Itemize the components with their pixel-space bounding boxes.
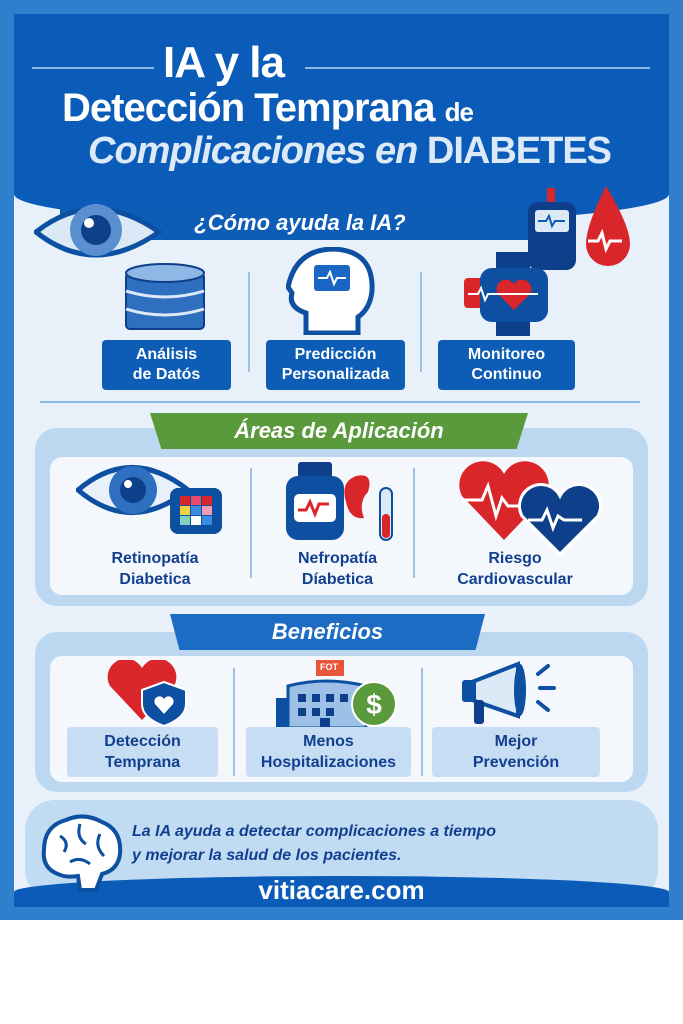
label-line: Díabetica: [301, 571, 374, 588]
heart-shield-icon: [106, 660, 190, 726]
title-line-1: IA y la: [163, 38, 285, 87]
label-line: Diabetica: [119, 571, 191, 588]
label-line: Continuo: [471, 366, 542, 383]
hospital-sign: FOT: [320, 662, 338, 672]
title-line-2: Detección Temprana de: [62, 86, 474, 131]
label-line: Menos: [303, 733, 354, 750]
label-line: Temprana: [104, 754, 181, 771]
divider: [421, 668, 423, 776]
title-rule-right: [305, 67, 650, 69]
label-line: Hospitalizaciones: [260, 754, 397, 771]
header: [14, 14, 669, 224]
footer-bar: [14, 876, 669, 907]
kidney-medicine-icon: [284, 462, 400, 542]
database-icon: [124, 263, 208, 335]
label-line: Retinopatía: [111, 550, 199, 567]
label-line: Prevención: [472, 754, 560, 771]
message-line: La IA ayuda a detectar complicaciones a …: [132, 823, 496, 840]
divider: [420, 272, 422, 372]
divider: [250, 468, 252, 578]
retina-scan-icon: [76, 460, 226, 536]
smartwatch-icon: [462, 250, 556, 338]
brain-icon: [40, 812, 124, 892]
section-banner-areas: Áreas de Aplicación: [150, 413, 528, 449]
title-line-3: Complicaciones en DIABETES: [88, 130, 612, 173]
label-line: Riesgo: [488, 550, 542, 567]
svg-text:$: $: [366, 689, 382, 720]
title-detection: Detección Temprana: [62, 86, 435, 130]
title-de: de: [444, 97, 474, 127]
title-complications: Complicaciones en: [88, 130, 418, 172]
footer-message: La IA ayuda a detectar complicaciones a …: [132, 820, 496, 868]
divider: [248, 272, 250, 372]
label-line: de Datós: [132, 366, 201, 383]
hospital-cost-icon: $: [276, 658, 398, 730]
divider: [233, 668, 235, 776]
hearts-icon: [458, 460, 604, 556]
section-title-benefits: Beneficios: [271, 619, 384, 644]
label-line: Predicción: [294, 346, 377, 363]
eye-icon: [34, 196, 164, 268]
title-diabetes: DIABETES: [426, 130, 612, 172]
divider: [413, 468, 415, 578]
glucometer-icon: [526, 186, 636, 272]
label-line: Detección: [104, 733, 181, 750]
section-divider: [40, 401, 640, 403]
title-rule-left: [32, 67, 154, 69]
megaphone-icon: [460, 660, 564, 726]
label-line: Monitoreo: [467, 346, 546, 363]
message-line: y mejorar la salud de los pacientes.: [132, 847, 402, 864]
label-line: Nefropatía: [297, 550, 378, 567]
label-line: Análisis: [135, 346, 198, 363]
label-line: Cardiovascular: [457, 571, 573, 588]
how-item-data-analysis: Análisis de Datós: [102, 340, 231, 390]
section-title-how: ¿Cómo ayuda la IA?: [194, 210, 406, 235]
label-line: Personalizada: [281, 366, 390, 383]
label-line: Mejor: [494, 733, 538, 750]
ai-head-icon: [286, 247, 376, 335]
section-title-areas: Áreas de Aplicación: [234, 418, 444, 443]
section-banner-benefits: Beneficios: [170, 614, 485, 650]
website-link[interactable]: vitiacare.com: [258, 875, 425, 905]
